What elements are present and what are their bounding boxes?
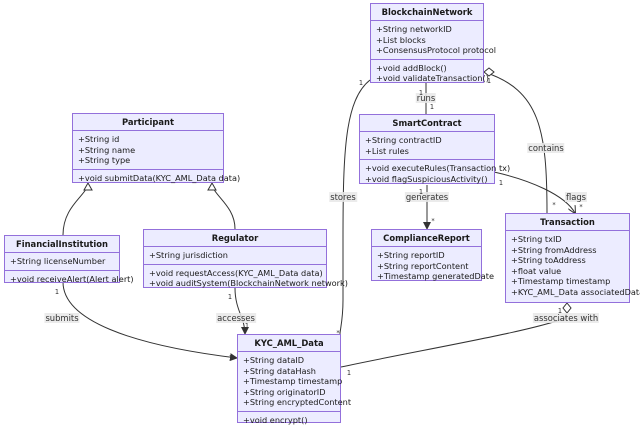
cardinality-associates-source: 1 xyxy=(346,369,352,377)
attribute: +List blocks xyxy=(376,34,426,45)
relation-label-accesses: accesses xyxy=(216,313,256,323)
cardinality-flags-source: 1 xyxy=(498,179,504,187)
attribute: +String dataHash xyxy=(243,365,316,376)
class-name: Transaction xyxy=(506,214,629,231)
attribute: +Timestamp timestamp xyxy=(243,376,343,387)
cardinality-contains-target: * xyxy=(552,201,556,209)
class-name: FinancialInstitution xyxy=(5,236,119,253)
method: +void receiveAlert(Alert alert) xyxy=(10,273,134,284)
class-name: Participant xyxy=(73,114,223,131)
attributes: +String dataID +String dataHash +Timesta… xyxy=(238,352,352,412)
method: +void executeRules(Transaction tx) xyxy=(365,163,511,174)
attribute: +List rules xyxy=(365,145,409,156)
cardinality-associates-target: 1 xyxy=(557,307,563,315)
attributes: +String jurisdiction xyxy=(144,247,326,265)
relation-label-generates: generates xyxy=(404,192,450,202)
attribute: +String txID xyxy=(511,234,562,244)
relation-label-submits: submits xyxy=(44,313,80,323)
method: +void encrypt() xyxy=(243,414,308,425)
cardinality-generates-source: 1 xyxy=(418,188,424,196)
method: +void auditSystem(BlockchainNetwork netw… xyxy=(149,278,348,289)
attribute: +String jurisdiction xyxy=(149,250,228,260)
attribute: +String id xyxy=(78,134,120,144)
inheritance-triangle-financial-institution xyxy=(83,181,93,191)
class-participant[interactable]: Participant +String id +String name +Str… xyxy=(72,113,240,183)
cardinality-runs-source: 1 xyxy=(418,89,424,97)
method: +void addBlock() xyxy=(376,62,447,73)
cardinality-stores-source: 1 xyxy=(358,79,364,87)
attribute: +String type xyxy=(78,155,131,166)
attribute: +String toAddress xyxy=(511,255,586,266)
inheritance-triangle-regulator xyxy=(207,181,217,191)
attribute: +Timestamp generatedDate xyxy=(377,271,495,282)
relation-label-flags: flags xyxy=(564,192,588,202)
class-transaction[interactable]: Transaction +String txID +String fromAdd… xyxy=(505,213,640,303)
accesses-line xyxy=(234,287,249,335)
attribute: +String fromAddress xyxy=(511,244,597,255)
submits-line xyxy=(62,281,238,362)
methods: +void submitData(KYC_AML_Data data) xyxy=(73,170,241,187)
attribute: +String contractID xyxy=(365,135,442,145)
class-name: Regulator xyxy=(144,230,326,247)
cardinality-flags-target: * xyxy=(579,203,583,211)
cardinality-runs-target: 1 xyxy=(429,103,435,111)
cardinality-accesses-source: 1 xyxy=(227,293,233,301)
relation-label-stores: stores xyxy=(329,192,357,202)
attributes: +String id +String name +String type xyxy=(73,131,223,170)
cardinality-stores-target: * xyxy=(336,329,340,337)
method: +void validateTransaction() xyxy=(376,73,489,84)
attribute: +Timestamp timestamp xyxy=(511,276,611,287)
class-name: KYC_AML_Data xyxy=(238,335,340,352)
inheritance-line-financial-institution xyxy=(62,182,89,236)
cardinality-contains-source: 1 xyxy=(486,77,492,85)
associates-with-line xyxy=(340,316,568,368)
attribute: +KYC_AML_Data associatedData xyxy=(511,286,640,297)
contains-line xyxy=(483,71,548,214)
method: +void submitData(KYC_AML_Data data) xyxy=(78,172,241,183)
class-kyc-aml-data[interactable]: KYC_AML_Data +String dataID +String data… xyxy=(237,334,352,425)
methods: +void executeRules(Transaction tx) +void… xyxy=(360,160,511,187)
contains-diamond xyxy=(483,67,495,77)
class-financial-institution[interactable]: FinancialInstitution +String licenseNumb… xyxy=(4,235,134,284)
cardinality-submits-source: 1 xyxy=(54,288,60,296)
attribute: +String reportContent xyxy=(377,260,469,271)
relation-label-contains: contains xyxy=(527,143,565,153)
relation-label-runs: runs xyxy=(415,93,437,103)
methods: +void receiveAlert(Alert alert) xyxy=(5,271,134,288)
methods: +void addBlock() +void validateTransacti… xyxy=(371,60,489,87)
methods: +void encrypt() xyxy=(238,412,340,429)
stores-line xyxy=(339,79,371,335)
attribute: +ConsensusProtocol protocol xyxy=(376,45,496,56)
class-name: BlockchainNetwork xyxy=(371,4,483,21)
relation-label-associates-with: associates with xyxy=(532,313,600,323)
attribute: +String dataID xyxy=(243,355,305,365)
attribute: +String encryptedContent xyxy=(243,397,352,408)
attributes: +String licenseNumber xyxy=(5,253,119,271)
attribute: +String licenseNumber xyxy=(10,256,106,266)
cardinality-generates-target: * xyxy=(431,217,435,225)
attribute: +float value xyxy=(511,265,562,276)
attribute: +String name xyxy=(78,144,136,155)
method: +void flagSuspiciousActivity() xyxy=(365,173,488,184)
method: +void requestAccess(KYC_AML_Data data) xyxy=(149,267,323,278)
class-smart-contract[interactable]: SmartContract +String contractID +List r… xyxy=(359,114,511,187)
cardinality-accesses-target: 1 xyxy=(244,322,250,330)
attribute: +String originatorID xyxy=(243,386,326,397)
flags-line xyxy=(493,171,575,213)
attribute: +String reportID xyxy=(377,250,445,260)
attributes: +String contractID +List rules xyxy=(360,132,494,161)
attributes: +String txID +String fromAddress +String… xyxy=(506,231,640,301)
class-name: SmartContract xyxy=(360,115,494,132)
class-name: ComplianceReport xyxy=(372,230,481,247)
attributes: +String reportID +String reportContent +… xyxy=(372,247,495,285)
attributes: +String networkID +List blocks +Consensu… xyxy=(371,21,496,60)
class-compliance-report[interactable]: ComplianceReport +String reportID +Strin… xyxy=(371,229,494,281)
associates-with-diamond xyxy=(562,302,572,314)
cardinality-submits-target: 1 xyxy=(228,354,234,362)
attribute: +String networkID xyxy=(376,24,452,34)
methods: +void requestAccess(KYC_AML_Data data) +… xyxy=(144,265,348,292)
class-blockchain-network[interactable]: BlockchainNetwork +String networkID +Lis… xyxy=(370,3,496,83)
class-regulator[interactable]: Regulator +String jurisdiction +void req… xyxy=(143,229,348,288)
